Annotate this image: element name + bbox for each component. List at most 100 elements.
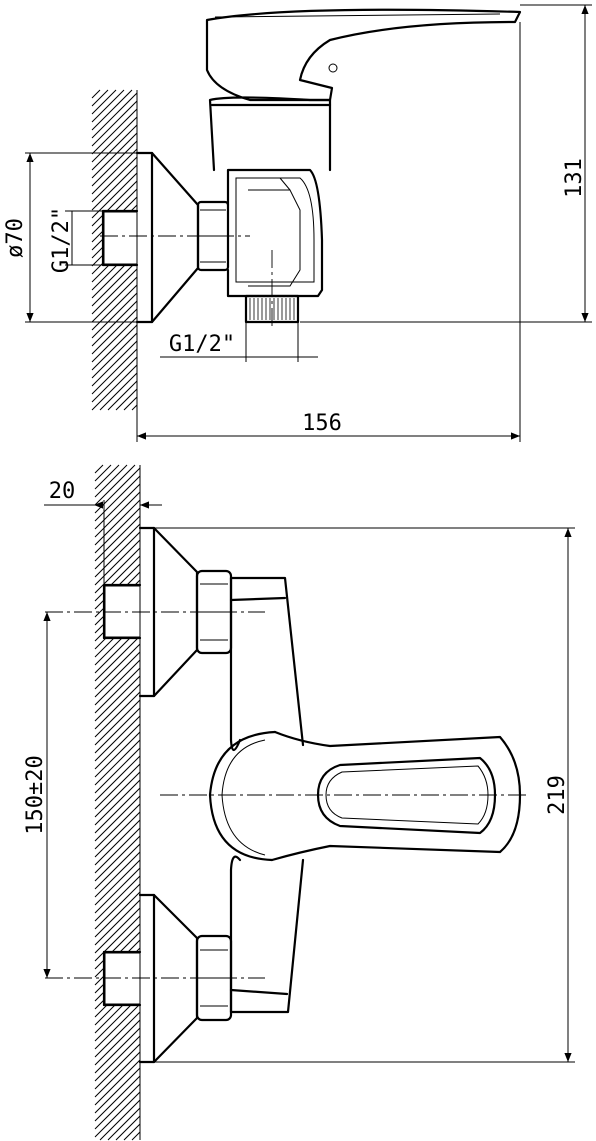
hatch-line [131, 1131, 141, 1141]
hatch-line [94, 547, 141, 594]
hatch-line [94, 763, 141, 810]
hatch-line [91, 268, 138, 315]
hatch-line [94, 464, 128, 498]
hatch-line [94, 859, 141, 906]
pipe-opening [103, 211, 138, 265]
hatch-line [91, 89, 125, 123]
hatch-line [94, 683, 141, 730]
hatch-line [94, 779, 141, 826]
pipe-opening [104, 585, 141, 638]
pipe-opening [104, 952, 141, 1005]
hatch-line [94, 675, 141, 722]
hatch-line [94, 1091, 141, 1138]
hatch-line [94, 1067, 141, 1114]
hatch-line [94, 555, 141, 602]
hatch-line [91, 316, 138, 363]
hatch-line [94, 464, 136, 506]
side-view: 131 ø70 G1/2" G1/2" 156 [3, 4, 592, 442]
hatch-line [91, 164, 138, 211]
hatch-line [94, 739, 141, 786]
mixer-body-side [226, 168, 324, 298]
hatch-line [94, 1027, 141, 1074]
hatch-line [94, 875, 141, 922]
hatch-line [94, 1083, 141, 1130]
hatch-line [115, 1115, 141, 1141]
dim-label-150: 150±20 [23, 755, 48, 834]
hatch-line [94, 659, 141, 706]
hatch-line [94, 723, 141, 770]
dim-length-156: 156 [136, 22, 521, 442]
hatch-line [91, 340, 138, 387]
cartridge-front [208, 730, 277, 862]
hatch-line [94, 715, 141, 762]
lever-grip-front [316, 756, 497, 835]
hatch-line [91, 332, 138, 379]
hatch-line [94, 499, 141, 546]
hatch-line [107, 380, 138, 411]
hatch-line [123, 1123, 141, 1141]
hatch-line [115, 388, 138, 411]
hatch-line [94, 923, 141, 970]
dim-thread-inlet: G1/2" [49, 207, 103, 273]
hatch-line [91, 100, 138, 147]
hatch-line [94, 907, 141, 954]
inlet-pipe-lower [102, 950, 142, 1007]
hatch-line [94, 1003, 141, 1050]
hatch-line [94, 899, 141, 946]
hatch-line [94, 1075, 141, 1122]
hatch-line [123, 396, 138, 411]
hatch-line [94, 1035, 141, 1082]
hatch-line [91, 292, 138, 339]
hatch-line [94, 1011, 141, 1058]
hatch-line [94, 691, 141, 738]
hatch-line [94, 803, 141, 850]
dim-height-219: 219 [154, 527, 575, 1063]
hatch-line [94, 835, 141, 882]
hatch-line [91, 89, 109, 107]
hatch-line [94, 707, 141, 754]
escutcheon-lower [138, 893, 199, 1064]
lever-handle-front [270, 730, 522, 862]
hatch-line [94, 1051, 141, 1098]
hatch-line [94, 491, 141, 538]
hatch-line [94, 851, 141, 898]
hatch-line [94, 643, 141, 690]
hatch-line [94, 883, 141, 930]
hatch-line [94, 771, 141, 818]
lever-handle-side [205, 8, 522, 102]
front-view: 20 150±20 219 [23, 464, 575, 1141]
hatch-line [91, 124, 138, 171]
hatch-line [94, 475, 141, 522]
dim-wall-offset-20: 20 [44, 479, 162, 585]
hatch-line [91, 276, 138, 323]
hatch-line [91, 180, 138, 227]
hatch-line [94, 507, 141, 554]
dim-label-219: 219 [545, 775, 570, 815]
hatch-line [94, 795, 141, 842]
hatch-line [94, 539, 141, 586]
hatch-line [94, 1019, 141, 1066]
dim-height-131: 131 [300, 4, 592, 323]
dim-diameter-70: ø70 [3, 152, 137, 323]
hatch-line [91, 116, 138, 163]
hatch-line [94, 731, 141, 778]
hatch-line [94, 811, 141, 858]
dim-thread-outlet: G1/2" [160, 322, 318, 362]
hatch-line [91, 308, 138, 355]
hatch-line [91, 364, 138, 411]
hatch-line [94, 819, 141, 866]
hatch-line [94, 867, 141, 914]
hatch-line [131, 404, 138, 411]
hatch-line [94, 464, 104, 474]
hatch-line [94, 523, 141, 570]
hatch-line [91, 89, 133, 131]
hatch-line [94, 635, 141, 682]
wall-hatch-top [91, 89, 138, 411]
hatch-line [91, 89, 117, 115]
hatch-line [94, 747, 141, 794]
dim-label-131: 131 [562, 158, 587, 198]
escutcheon-side [135, 151, 200, 324]
hatch-line [91, 300, 138, 347]
hatch-line [94, 515, 141, 562]
